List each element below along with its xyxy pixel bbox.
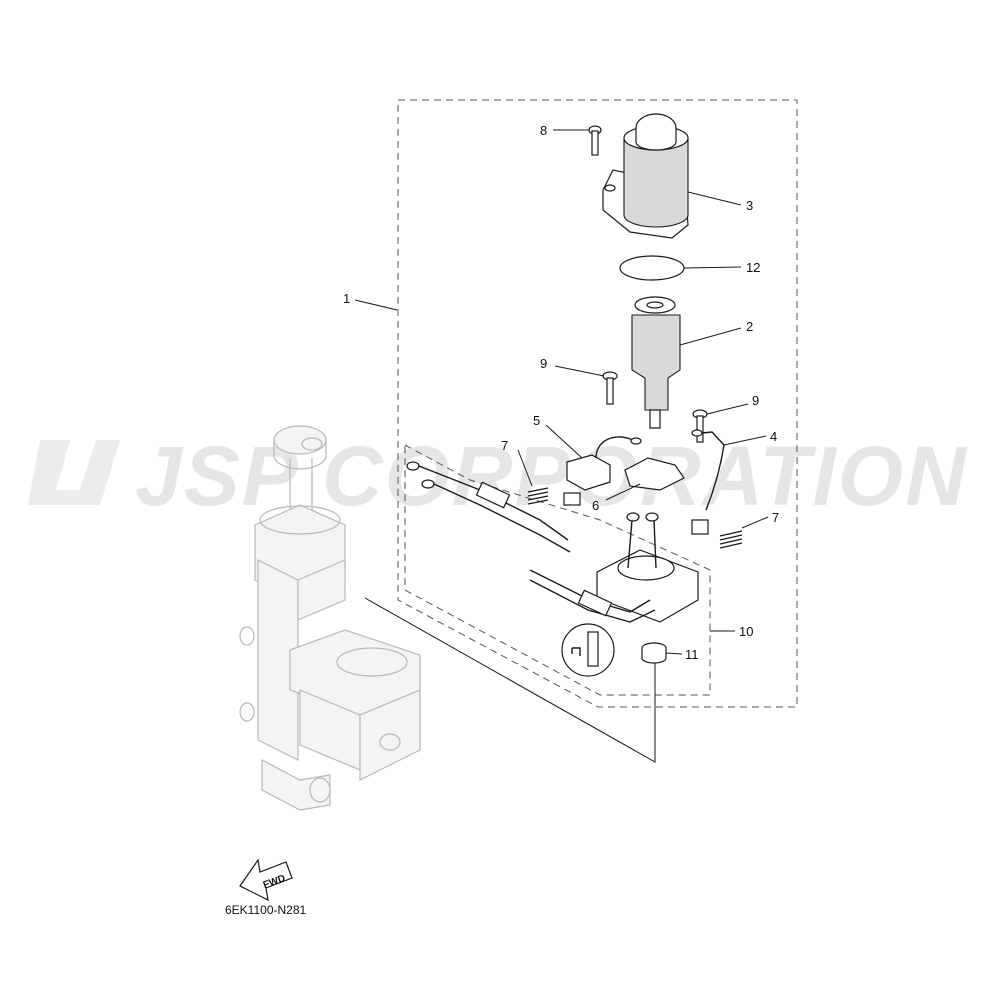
spring-7-left <box>527 487 549 505</box>
detail-inset <box>561 623 615 677</box>
callout-8: 8 <box>540 123 547 138</box>
callout-9-right: 9 <box>752 393 759 408</box>
o-ring-12 <box>619 255 685 281</box>
callout-2: 2 <box>746 319 753 334</box>
watermark-text: JSP CORPORATION <box>135 429 968 523</box>
leader-11-mount <box>364 597 656 763</box>
callout-3: 3 <box>746 198 753 213</box>
watermark: JSP CORPORATION <box>28 429 968 523</box>
brush-holder-5 <box>563 436 642 506</box>
brush-lead-4 <box>691 429 725 535</box>
grommet-11 <box>641 642 667 664</box>
callout-7-right: 7 <box>772 510 779 525</box>
spring-7-right <box>719 530 743 549</box>
callout-1: 1 <box>343 291 350 306</box>
lead-wires <box>406 461 571 553</box>
callout-5: 5 <box>533 413 540 428</box>
motor-housing <box>602 113 689 239</box>
armature-2 <box>631 296 681 429</box>
kit-boundary-1 <box>397 99 798 708</box>
bolt-8 <box>588 125 602 156</box>
stator-base-10 <box>529 512 699 623</box>
callout-4: 4 <box>770 429 777 444</box>
bolt-9-left <box>602 371 618 405</box>
callout-7-left: 7 <box>501 438 508 453</box>
plate-6 <box>624 457 685 491</box>
leader-lines <box>354 129 769 655</box>
callout-9-left: 9 <box>540 356 547 371</box>
callout-12: 12 <box>746 260 760 275</box>
fwd-arrow-icon: FWD <box>239 858 293 902</box>
trim-cylinder-assembly <box>239 425 421 811</box>
drawing-code: 6EK1100-N281 <box>225 903 306 917</box>
callout-6: 6 <box>592 498 599 513</box>
callout-10: 10 <box>739 624 753 639</box>
callout-11: 11 <box>685 647 699 662</box>
callouts: 8 3 12 1 2 9 9 5 7 4 6 7 10 11 <box>343 123 779 662</box>
